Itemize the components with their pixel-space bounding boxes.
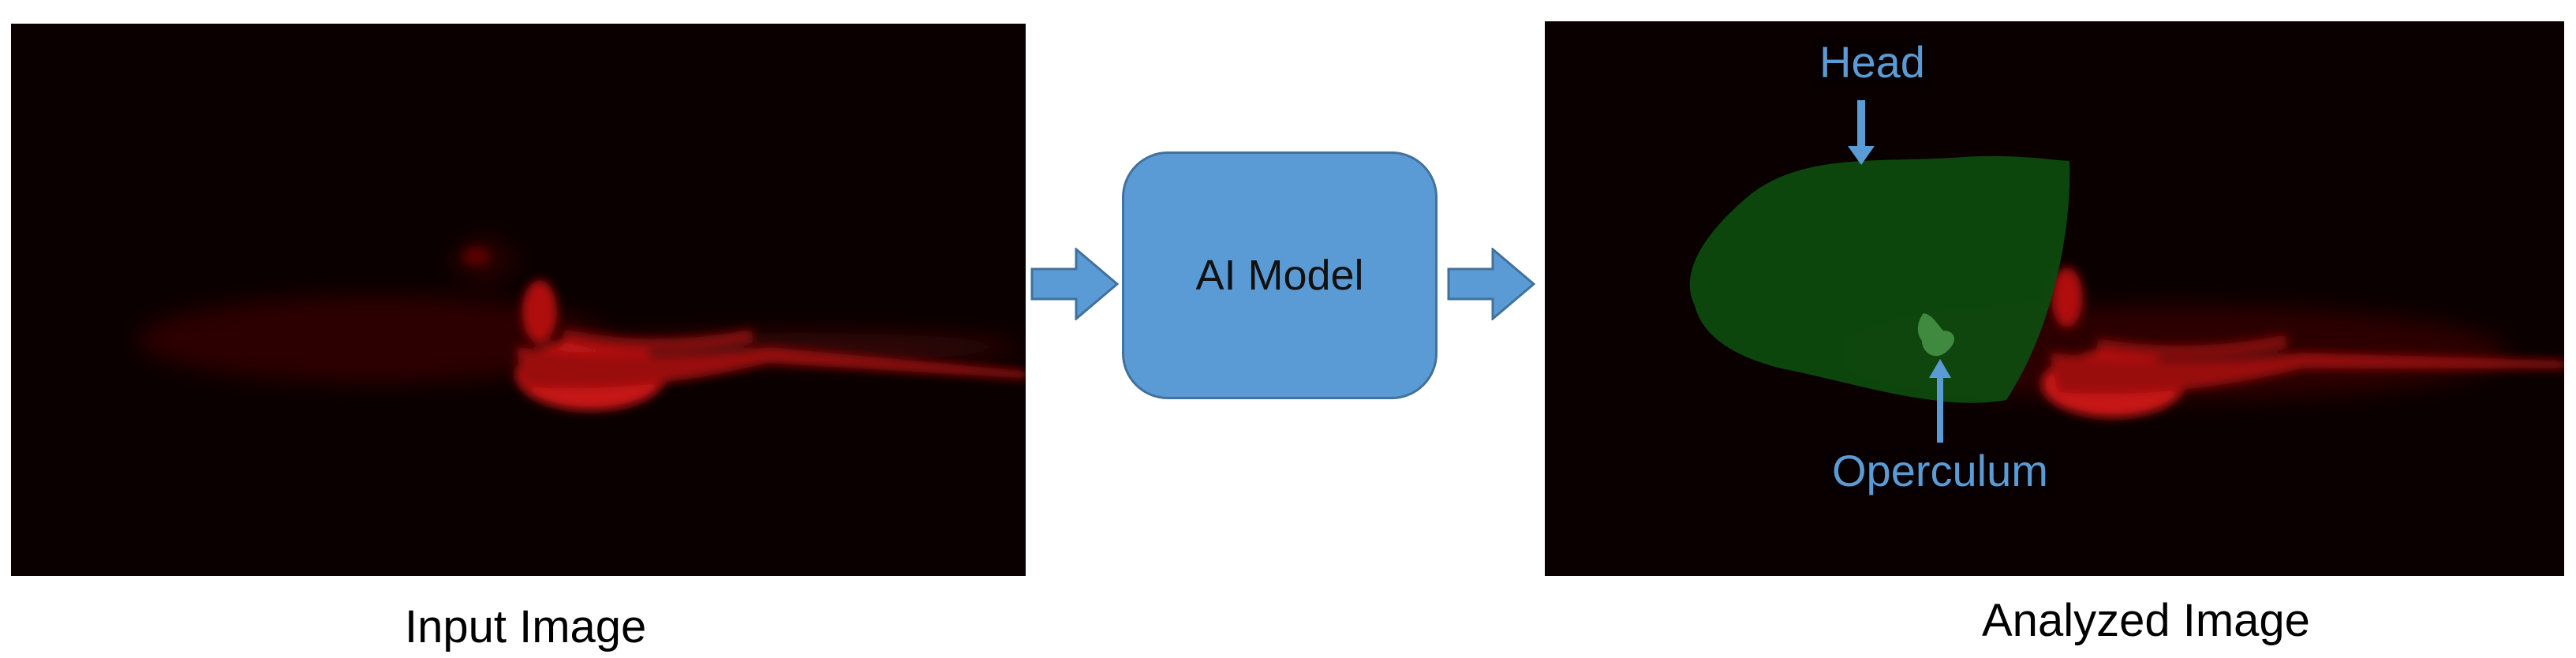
analyzed-image-caption: Analyzed Image [1982, 595, 2310, 646]
fish-fluorescence-image [137, 237, 1026, 410]
input-image [11, 24, 1026, 576]
input-image-caption: Input Image [405, 601, 647, 652]
arrow-right-icon [1030, 248, 1119, 320]
segmented-fish-image [1689, 100, 2564, 443]
ai-model-box: AI Model [1122, 151, 1438, 399]
head-label: Head [1811, 38, 1933, 88]
head-segmentation-mask [1689, 155, 2070, 403]
operculum-label: Operculum [1824, 447, 2056, 496]
arrow-right-icon [1447, 248, 1535, 320]
operculum-pointer-arrow [1929, 359, 1951, 443]
head-pointer-arrow [1848, 100, 1875, 165]
operculum-segmentation-mask [1917, 313, 1955, 357]
ai-model-label: AI Model [1195, 252, 1364, 299]
